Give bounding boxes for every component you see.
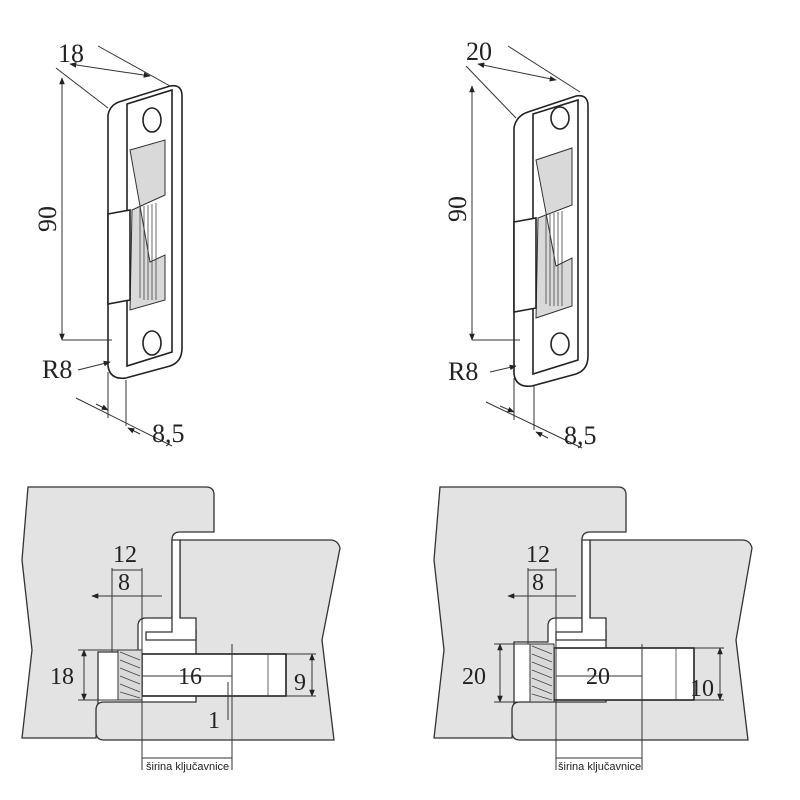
dim-8: 8: [532, 570, 544, 596]
caption: širina ključavnice: [558, 761, 641, 773]
dims-top-left: [55, 45, 173, 447]
dim-12: 12: [113, 542, 137, 568]
dims-bottom-right: [494, 568, 724, 770]
dim-right: 9: [294, 670, 306, 696]
section-20: [433, 486, 753, 741]
dim-12: 12: [526, 542, 550, 568]
depth-label: 8,5: [564, 421, 597, 450]
radius-label: R8: [42, 355, 72, 384]
strike-plate-20: [513, 94, 589, 388]
dim-1: 1: [208, 708, 220, 734]
height-label: 90: [33, 206, 62, 232]
height-label: 90: [443, 196, 472, 222]
strike-plate-18: [107, 84, 183, 380]
dim-height: 20: [462, 664, 486, 690]
dims-top-right: [465, 45, 583, 449]
depth-label: 8,5: [152, 419, 185, 448]
dims-bottom-left: [78, 568, 316, 770]
dim-height: 18: [50, 664, 74, 690]
radius-label: R8: [448, 357, 478, 386]
dim-right: 10: [690, 676, 714, 702]
dim-length: 16: [178, 664, 202, 690]
dim-8: 8: [118, 570, 130, 596]
dim-length: 20: [586, 664, 610, 690]
caption: širina ključavnice: [146, 761, 229, 773]
width-label: 18: [58, 39, 84, 68]
width-label: 20: [466, 37, 492, 66]
section-18: [21, 486, 341, 741]
